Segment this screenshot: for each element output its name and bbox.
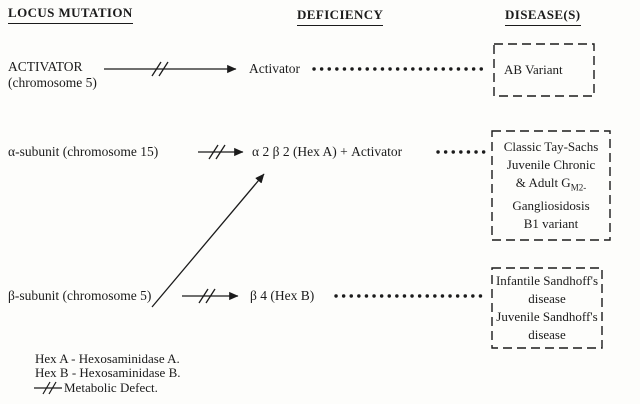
disease-line: AB Variant — [504, 62, 563, 77]
beta-to-hexa-arrow — [151, 173, 265, 308]
activator-chromosome-label: (chromosome 5) — [8, 75, 97, 90]
activator-locus-label: ACTIVATOR — [8, 59, 83, 74]
activator-defect-slash — [158, 61, 169, 77]
disease-line: B1 variant — [523, 215, 579, 231]
disease-line: Juvenile Sandhoff's — [496, 309, 598, 324]
metabolic-defect-symbol — [34, 381, 62, 395]
activator-deficiency-label: Activator — [249, 61, 300, 76]
sandhoff-box — [491, 267, 603, 349]
ab-variant-label: AB Variant — [494, 44, 594, 96]
alpha-defect-slash — [208, 144, 219, 160]
header-diseases: DISEASE(S) — [505, 7, 581, 26]
disease-line: & Adult GM2- — [492, 174, 610, 197]
legend-hex-b: Hex B - Hexosaminidase B. — [35, 365, 181, 380]
disease-line-text: & Adult G — [515, 175, 571, 191]
sandhoff-label: Infantile Sandhoff's disease Juvenile Sa… — [492, 268, 602, 348]
alpha-locus-label: α-subunit (chromosome 15) — [8, 144, 159, 159]
gm2-subscript: M2- — [570, 182, 587, 193]
disease-line: Gangliosidosis — [512, 197, 590, 213]
disease-line: disease — [528, 291, 566, 306]
disease-line: disease — [528, 327, 566, 342]
header-deficiency: DEFICIENCY — [297, 7, 384, 26]
tay-sachs-box — [491, 130, 611, 241]
alpha-deficiency-label: α 2 β 2 (Hex A) + Activator — [252, 144, 403, 159]
alpha-defect-slash — [215, 144, 226, 160]
beta-deficiency-label: β 4 (Hex B) — [250, 288, 315, 303]
beta-locus-label: β-subunit (chromosome 5) — [8, 288, 152, 303]
legend-metabolic: Metabolic Defect. — [64, 380, 158, 395]
disease-line: Classic Tay-Sachs — [503, 139, 599, 155]
beta-defect-slash — [198, 288, 209, 304]
activator-defect-slash — [151, 61, 162, 77]
disease-line: Infantile Sandhoff's — [495, 273, 599, 288]
tay-sachs-label: Classic Tay-Sachs Juvenile Chronic & Adu… — [492, 131, 610, 240]
header-locus-mutation: LOCUS MUTATION — [8, 5, 133, 24]
disease-line: Juvenile Chronic — [506, 157, 596, 173]
ab-variant-box — [493, 43, 595, 97]
legend-hex-a: Hex A - Hexosaminidase A. — [35, 351, 180, 366]
beta-defect-slash — [205, 288, 216, 304]
